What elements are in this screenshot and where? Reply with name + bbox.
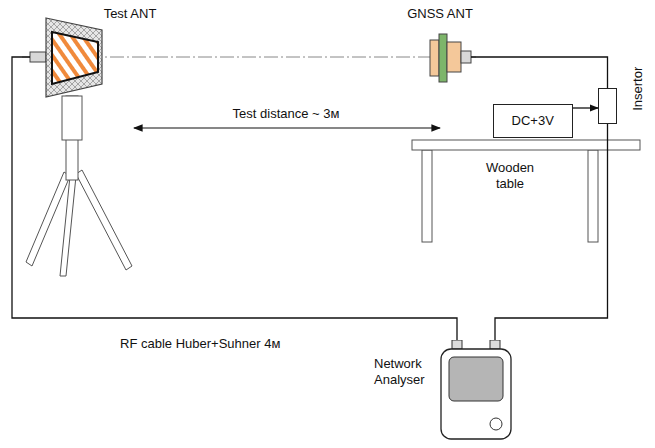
antenna-label: Test ANT [104,6,157,22]
rf-cable [12,57,457,342]
antenna-label: GNSS ANT [407,6,473,22]
horn-antenna [30,18,102,97]
gnss-antenna [430,34,471,82]
analyser-outline [440,340,512,440]
table-label: Wooden table [479,160,541,191]
tripod [26,96,132,276]
gnss-cable [471,57,608,88]
wooden-table [412,140,640,242]
cable-connector [495,124,608,340]
power-supply-box: DC+3V [493,104,573,138]
cable-label: RF cable Huber+Suhner 4м [120,336,280,352]
distance-label: Test distance ~ 3м [233,106,340,122]
node-text: Insertor [630,67,646,111]
dimension-arrow [134,127,440,128]
cable-connector [573,107,598,108]
bias-tee-box: Insertor [598,88,617,124]
network-analyser: Network Analyser [440,340,512,440]
node-text: Network Analyser [374,356,434,387]
node-text: DC+3V [512,113,554,129]
